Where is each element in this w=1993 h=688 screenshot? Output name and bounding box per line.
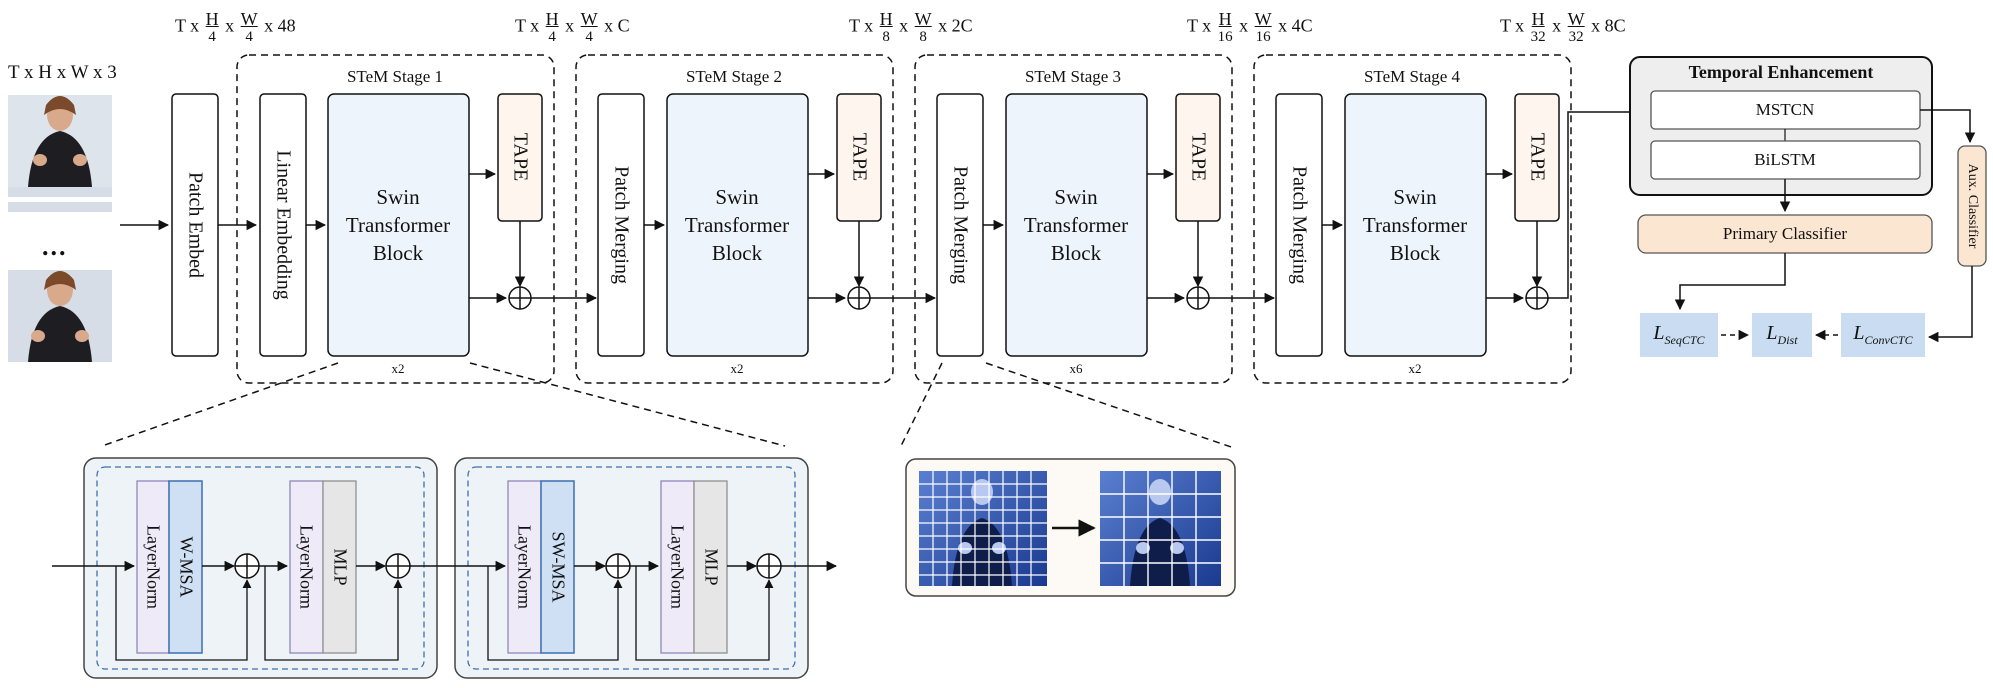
- aux-classifier-label: Aux. Classifier: [1965, 163, 1980, 249]
- layernorm-label: LayerNorm: [667, 525, 688, 609]
- patch-merging-label: Patch Merging: [610, 166, 633, 284]
- layernorm-box: [660, 480, 695, 654]
- layernorm-label: LayerNorm: [143, 525, 164, 609]
- swin-block-box: [1344, 93, 1487, 357]
- msa-label: W-MSA: [176, 536, 197, 598]
- temporal-enhancement: [1629, 56, 1933, 213]
- loss-convctc-box: [1841, 313, 1925, 357]
- loss-dist-label: LDist: [1766, 322, 1798, 347]
- zoom-line: [101, 362, 339, 447]
- input-frame-image: [8, 95, 112, 187]
- patch-grid-image-coarse: [1100, 471, 1221, 586]
- stage-title: STeM Stage 4: [1363, 67, 1461, 86]
- stage-3: [914, 54, 1233, 384]
- input-frames: [8, 95, 112, 362]
- stage-1: [236, 54, 555, 384]
- linear-embedding-label: Linear Embedding: [272, 150, 295, 300]
- mlp-box: [322, 480, 357, 654]
- swin-detail: [52, 457, 838, 679]
- arrow: [1548, 106, 1650, 299]
- arrow: [1927, 266, 1973, 343]
- stage-title: STeM Stage 2: [685, 67, 783, 86]
- tape-label: TAPE: [509, 132, 532, 182]
- mlp-label: MLP: [701, 548, 722, 586]
- msa-box: [540, 480, 575, 654]
- patch-merging-detail: [905, 458, 1236, 597]
- swin-block-box: [1005, 93, 1148, 357]
- layernorm-box: [136, 480, 170, 654]
- layernorm-label: LayerNorm: [514, 525, 535, 609]
- patch-embed-label: Patch Embed: [184, 171, 207, 279]
- swin-detail-inner: [467, 466, 796, 670]
- loss-seqctc-box: [1640, 313, 1718, 357]
- repeat-label: x2: [1408, 361, 1422, 376]
- residual-connection: [115, 566, 252, 661]
- bilstm-label: BiLSTM: [1754, 150, 1816, 169]
- mstcn-label: MSTCN: [1755, 100, 1815, 119]
- stage-border: [575, 54, 894, 384]
- repeat-label: x2: [730, 361, 744, 376]
- layernorm-label: LayerNorm: [296, 525, 317, 609]
- input-frame-strip: [8, 202, 112, 212]
- mlp-label: MLP: [330, 548, 351, 586]
- input-frame-image: [8, 270, 112, 362]
- stage-4: [1253, 54, 1572, 384]
- stage-border: [236, 54, 555, 384]
- frames-ellipsis: ...: [42, 232, 68, 261]
- repeat-label: x6: [1069, 361, 1083, 376]
- stage-title: STeM Stage 3: [1024, 67, 1122, 86]
- zoom-line: [985, 362, 1235, 449]
- swin-block-box: [666, 93, 809, 357]
- stage-2: [575, 54, 894, 384]
- arrow: [1920, 109, 1976, 144]
- loss-convctc-label: LConvCTC: [1853, 322, 1913, 347]
- residual-connection: [264, 566, 403, 661]
- loss-seqctc-label: LSeqCTC: [1653, 322, 1705, 347]
- zoom-line: [899, 362, 943, 449]
- patch-merging-label: Patch Merging: [1288, 166, 1311, 284]
- msa-box: [168, 480, 203, 654]
- stage-title: STeM Stage 1: [346, 67, 444, 86]
- layernorm-box: [289, 480, 324, 654]
- swin-detail-inner: [96, 466, 425, 670]
- zoom-line: [469, 362, 786, 447]
- stage-border: [914, 54, 1233, 384]
- patch-grid-image-fine: [919, 471, 1047, 586]
- arrow: [1674, 253, 1786, 311]
- tape-label: TAPE: [1187, 132, 1210, 182]
- mlp-box: [693, 480, 728, 654]
- tape-label: TAPE: [1526, 132, 1549, 182]
- msa-label: SW-MSA: [548, 531, 569, 603]
- temporal-title: Temporal Enhancement: [1688, 62, 1874, 82]
- primary-classifier-label: Primary Classifier: [1722, 224, 1848, 243]
- stage-border: [1253, 54, 1572, 384]
- patch-merging-label: Patch Merging: [949, 166, 972, 284]
- loss-dist-box: [1752, 313, 1812, 357]
- input-frame-strip: [8, 187, 112, 197]
- layernorm-box: [507, 480, 542, 654]
- tape-label: TAPE: [848, 132, 871, 182]
- input-dims-label: T x H x W x 3: [8, 62, 117, 83]
- residual-connection: [635, 566, 774, 661]
- swin-block-box: [327, 93, 470, 357]
- residual-connection: [487, 566, 623, 661]
- repeat-label: x2: [391, 361, 405, 376]
